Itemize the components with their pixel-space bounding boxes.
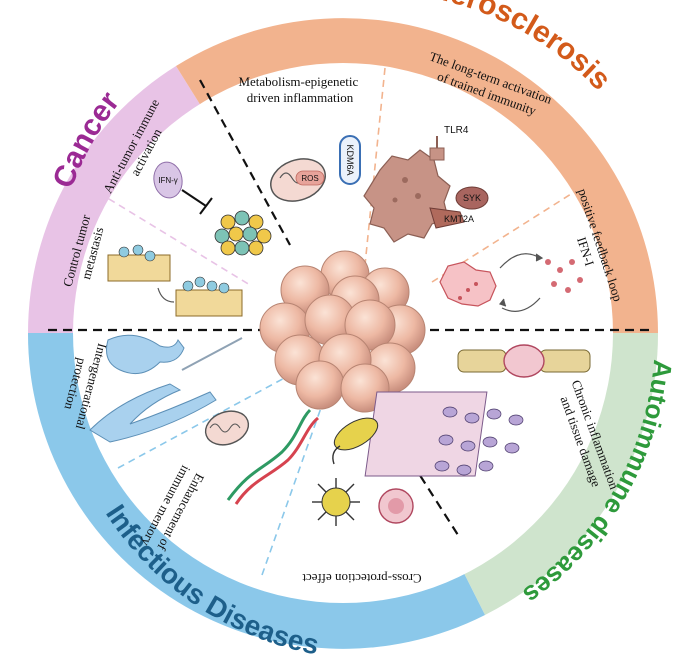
inhibition-arrow-icon [181,189,213,215]
cross-protection-label: Cross-protection effect [302,571,422,586]
mitochondrion-ros-icon: ROS [270,158,326,202]
metastasis-tissue-icon [107,244,243,317]
syk-icon: SYK [455,186,489,210]
feedback-arrows-icon [498,253,544,312]
svg-text:KDM6A: KDM6A [345,144,355,175]
sub-dividers [77,67,591,576]
svg-text:SYK: SYK [463,193,481,203]
svg-text:TLR4: TLR4 [444,125,469,136]
tlr4-receptor-icon: TLR4 [429,125,469,161]
svg-text:ROS: ROS [301,174,318,183]
virus-icon [312,478,360,526]
parent-child-silhouette-icon [89,334,243,443]
bacterium-icon [332,417,379,465]
metabolism-label: Metabolism-epigenetic driven inflammatio… [238,74,361,105]
tumor-cluster-icon [214,210,272,256]
ifn-gamma-icon: IFN-γ [153,161,183,199]
kdm6a-icon: KDM6A [339,135,361,185]
joint-icon [457,344,591,378]
pathogen-icon [378,488,414,524]
control-tumor-label: Control tumor metastasis [60,210,110,293]
trained-cell-cluster [259,250,426,413]
ifn-dots-icon [545,259,583,293]
activated-cell-icon [439,261,497,307]
svg-text:KMT2A: KMT2A [444,214,474,224]
svg-text:IFN-γ: IFN-γ [158,176,178,185]
kmt2a-icon: KMT2A [429,207,474,229]
mitochondrion-icon [204,410,250,446]
dna-helix-icon [226,408,320,505]
